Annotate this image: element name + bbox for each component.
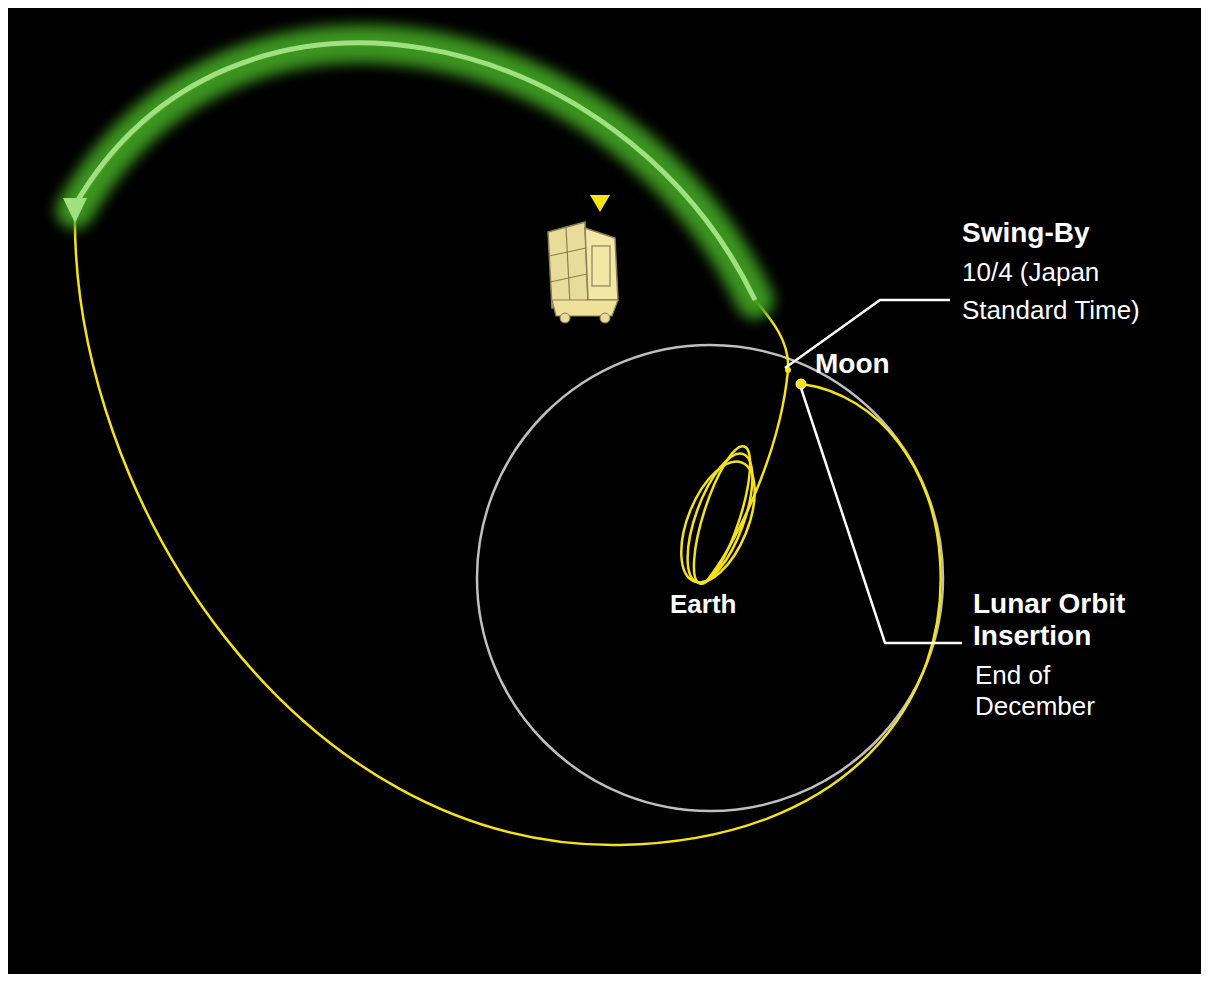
body-label: Moon: [815, 347, 935, 381]
spacecraft-icon: [548, 195, 618, 323]
callout-title: Lunar Orbit Insertion: [973, 588, 1178, 652]
callout-title: Swing-By: [962, 216, 1192, 250]
moon-dot: [796, 379, 806, 389]
leader-line: [801, 388, 962, 643]
space-background: [8, 8, 1201, 974]
direction-arrow: [63, 43, 755, 300]
body-label: Earth: [670, 589, 790, 620]
callout-date: End of December: [975, 660, 1150, 722]
callout-date: 10/4 (Japan Standard Time): [962, 254, 1194, 329]
transfer-trajectory: [75, 44, 941, 845]
phasing-loops: [666, 441, 770, 593]
